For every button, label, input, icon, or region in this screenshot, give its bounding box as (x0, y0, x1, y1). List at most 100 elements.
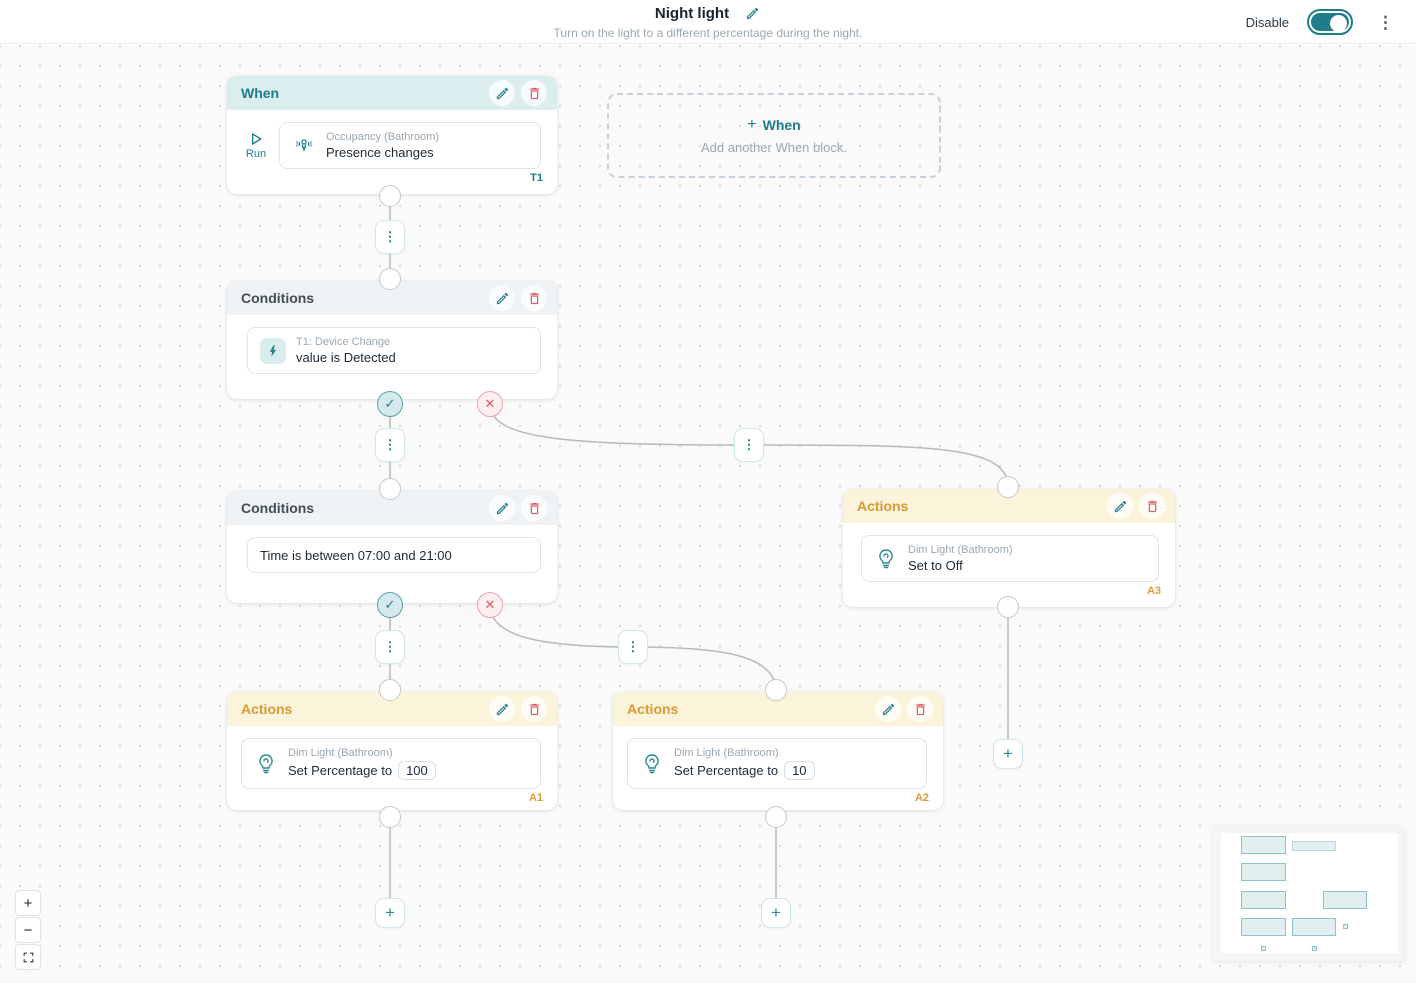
trigger-tag: T1 (530, 172, 543, 184)
when-output-port[interactable] (379, 185, 401, 207)
edit-icon[interactable] (1107, 493, 1133, 519)
light-bulb-icon (254, 752, 278, 776)
plus-icon: + (747, 116, 757, 133)
action-card[interactable]: Dim Light (Bathroom) Set Percentage to 1… (241, 738, 541, 789)
add-when-block[interactable]: + When Add another When block. (607, 93, 941, 178)
x-icon: ✕ (484, 597, 496, 612)
wire-options-button[interactable]: ⋮ (375, 220, 405, 254)
condition-card[interactable]: T1: Device Change value is Detected (247, 327, 541, 374)
device-change-icon (260, 337, 286, 364)
action-device-label: Dim Light (Bathroom) (674, 747, 779, 759)
wire-options-button[interactable]: ⋮ (375, 428, 405, 462)
kebab-vertical-icon: ⋮ (383, 639, 397, 654)
x-icon: ✕ (484, 396, 496, 411)
wire-options-button[interactable]: ⋮ (618, 630, 648, 664)
action-label: Set Percentage to (674, 763, 779, 778)
edit-icon[interactable] (875, 696, 901, 722)
add-step-button[interactable]: + (993, 739, 1023, 769)
add-step-button[interactable]: + (375, 898, 405, 928)
trigger-device-label: Occupancy (Bathroom) (326, 131, 440, 143)
kebab-menu-icon[interactable]: ⋮ (1377, 12, 1394, 32)
page-subtitle: Turn on the light to a different percent… (553, 25, 863, 40)
add-step-button[interactable]: + (761, 898, 791, 928)
action-tag: A3 (1146, 585, 1161, 597)
when-block-title: When (241, 85, 280, 101)
check-icon: ✓ (384, 396, 396, 411)
zoom-in-button[interactable]: + (15, 890, 41, 916)
when-block-header: When (227, 76, 557, 110)
actions-a2-input-port[interactable] (765, 679, 787, 701)
action-card[interactable]: Dim Light (Bathroom) Set to Off (861, 535, 1159, 582)
action-device-label: Dim Light (Bathroom) (908, 544, 1013, 556)
condition-source-label: T1: Device Change (296, 336, 391, 348)
edit-title-icon[interactable] (743, 4, 761, 22)
actions-block-title: Actions (241, 701, 293, 717)
page-title: Night light (654, 4, 730, 22)
kebab-vertical-icon: ⋮ (383, 437, 397, 452)
action-tag: A1 (528, 792, 543, 804)
minimap-conditions-node (1241, 891, 1286, 909)
conditions-block-title: Conditions (241, 290, 315, 306)
minimap-actions-node (1241, 918, 1286, 936)
run-button[interactable]: Run (241, 131, 271, 160)
play-icon (252, 133, 262, 145)
percentage-value[interactable]: 10 (784, 761, 815, 780)
condition-true-port[interactable]: ✓ (377, 391, 403, 417)
run-label: Run (245, 148, 267, 160)
trigger-card[interactable]: Occupancy (Bathroom) Presence changes (279, 122, 541, 169)
wire-options-button[interactable]: ⋮ (375, 630, 405, 664)
when-block[interactable]: When Run (227, 76, 557, 194)
minimap-plus-node (1343, 924, 1348, 929)
delete-icon[interactable] (521, 696, 547, 722)
occupancy-sensor-icon (292, 134, 316, 158)
fit-view-icon (23, 952, 33, 962)
plus-icon: + (385, 903, 395, 922)
light-bulb-icon (640, 752, 664, 776)
actions-a3-output-port[interactable] (997, 596, 1019, 618)
fit-view-button[interactable] (15, 944, 41, 970)
condition-true-port[interactable]: ✓ (377, 592, 403, 618)
actions-a1-output-port[interactable] (379, 806, 401, 828)
percentage-value[interactable]: 100 (398, 761, 436, 780)
trigger-event-label: Presence changes (326, 145, 434, 160)
zoom-controls: + − (15, 890, 41, 970)
zoom-out-button[interactable]: − (15, 917, 41, 943)
condition-label: value is Detected (296, 350, 396, 365)
time-condition-card[interactable]: Time is between 07:00 and 21:00 (247, 537, 541, 573)
conditions-block-title: Conditions (241, 500, 315, 516)
conditions-time-block[interactable]: Conditions Time is between 07:00 and 21:… (227, 491, 557, 603)
conditions-device-block[interactable]: Conditions T1: Device Change value is De… (227, 281, 557, 399)
minimap-plus-node (1312, 946, 1317, 951)
plus-icon: + (1003, 744, 1013, 763)
wire-options-button[interactable]: ⋮ (734, 428, 764, 462)
actions-a1-block[interactable]: Actions Dim Light (Bathroom) (227, 692, 557, 810)
disable-label: Disable (1245, 14, 1289, 30)
edit-icon[interactable] (489, 696, 515, 722)
delete-icon[interactable] (521, 495, 547, 521)
plus-icon: + (23, 894, 33, 912)
minimap[interactable] (1213, 825, 1405, 961)
light-bulb-icon (874, 547, 898, 571)
minus-icon: − (23, 921, 33, 939)
minimap-conditions-node (1241, 863, 1286, 881)
edit-icon[interactable] (489, 285, 515, 311)
actions-a2-block[interactable]: Actions Dim Light (Bathroom) (613, 692, 943, 810)
conditions-time-input-port[interactable] (379, 478, 401, 500)
actions-a3-input-port[interactable] (997, 476, 1019, 498)
flow-canvas[interactable]: When Run (0, 44, 1416, 983)
delete-icon[interactable] (1139, 493, 1165, 519)
conditions-device-input-port[interactable] (379, 268, 401, 290)
actions-a3-block[interactable]: Actions Dim Light (Bathroom) (843, 489, 1175, 607)
action-card[interactable]: Dim Light (Bathroom) Set Percentage to 1… (627, 738, 927, 789)
actions-a1-input-port[interactable] (379, 679, 401, 701)
condition-false-port[interactable]: ✕ (477, 391, 503, 417)
delete-icon[interactable] (521, 80, 547, 106)
delete-icon[interactable] (521, 285, 547, 311)
enable-toggle[interactable] (1307, 9, 1353, 35)
condition-false-port[interactable]: ✕ (477, 592, 503, 618)
delete-icon[interactable] (907, 696, 933, 722)
edit-icon[interactable] (489, 495, 515, 521)
edit-icon[interactable] (489, 80, 515, 106)
actions-a2-output-port[interactable] (765, 806, 787, 828)
action-tag: A2 (914, 792, 929, 804)
